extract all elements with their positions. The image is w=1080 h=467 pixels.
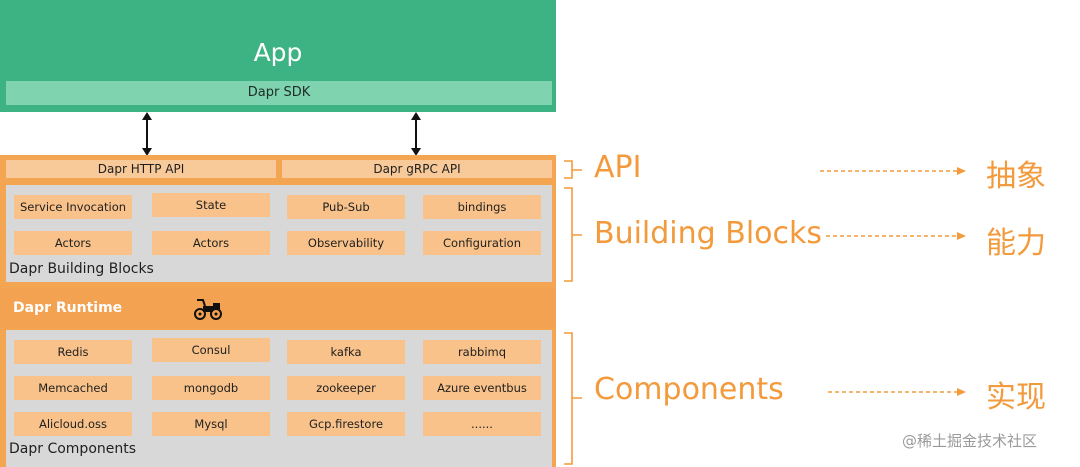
api-dashed-arrow — [820, 167, 966, 175]
comp-alicloud-oss: Alicloud.oss — [14, 412, 132, 436]
motorcycle-icon — [194, 299, 222, 320]
comp-azure-eventbus: Azure eventbus — [423, 376, 541, 400]
components-label: Dapr Components — [9, 441, 137, 457]
comp-ellipsis: ...... — [423, 412, 541, 436]
components-bracket — [564, 332, 582, 465]
components-panel: Redis Consul kafka rabbimq Memcached mon… — [6, 330, 552, 467]
bb-observability: Observability — [287, 231, 405, 255]
building-blocks-dashed-arrow — [826, 232, 966, 240]
building-blocks-panel: Service Invocation State Pub-Sub binding… — [6, 185, 552, 282]
comp-gcp-firestore: Gcp.firestore — [287, 412, 405, 436]
comp-redis: Redis — [14, 340, 132, 364]
grpc-connection-arrow — [411, 112, 421, 156]
app-title: App — [253, 38, 303, 67]
dapr-runtime-band — [0, 288, 556, 328]
watermark: @稀土掘金技术社区 — [902, 432, 1038, 450]
api-bracket — [564, 160, 582, 179]
dapr-http-api: Dapr HTTP API — [6, 160, 276, 178]
comp-zookeeper: zookeeper — [287, 376, 405, 400]
building-blocks-annotation: Building Blocks — [594, 216, 823, 251]
bb-bindings: bindings — [423, 195, 541, 219]
components-annotation: Components — [594, 372, 784, 407]
capability-annotation-zh: 能力 — [986, 226, 1046, 261]
components-dashed-arrow — [828, 388, 966, 396]
bb-configuration: Configuration — [423, 231, 541, 255]
comp-mysql: Mysql — [152, 412, 270, 436]
comp-consul: Consul — [152, 338, 270, 362]
comp-mongodb: mongodb — [152, 376, 270, 400]
dapr-grpc-api: Dapr gRPC API — [282, 160, 552, 178]
api-annotation: API — [594, 150, 642, 185]
bb-actors-2: Actors — [152, 231, 270, 255]
abstraction-annotation-zh: 抽象 — [986, 159, 1046, 194]
building-blocks-label: Dapr Building Blocks — [9, 261, 154, 277]
comp-memcached: Memcached — [14, 376, 132, 400]
bb-state: State — [152, 193, 270, 217]
bb-service-invocation: Service Invocation — [14, 195, 132, 219]
dapr-sdk-bar: Dapr SDK — [6, 81, 552, 105]
building-blocks-bracket — [564, 187, 582, 282]
bb-actors: Actors — [14, 231, 132, 255]
comp-rabbimq: rabbimq — [423, 340, 541, 364]
http-connection-arrow — [142, 112, 152, 156]
bb-pub-sub: Pub-Sub — [287, 195, 405, 219]
dapr-runtime-label: Dapr Runtime — [13, 300, 123, 316]
implementation-annotation-zh: 实现 — [986, 380, 1046, 415]
comp-kafka: kafka — [287, 340, 405, 364]
